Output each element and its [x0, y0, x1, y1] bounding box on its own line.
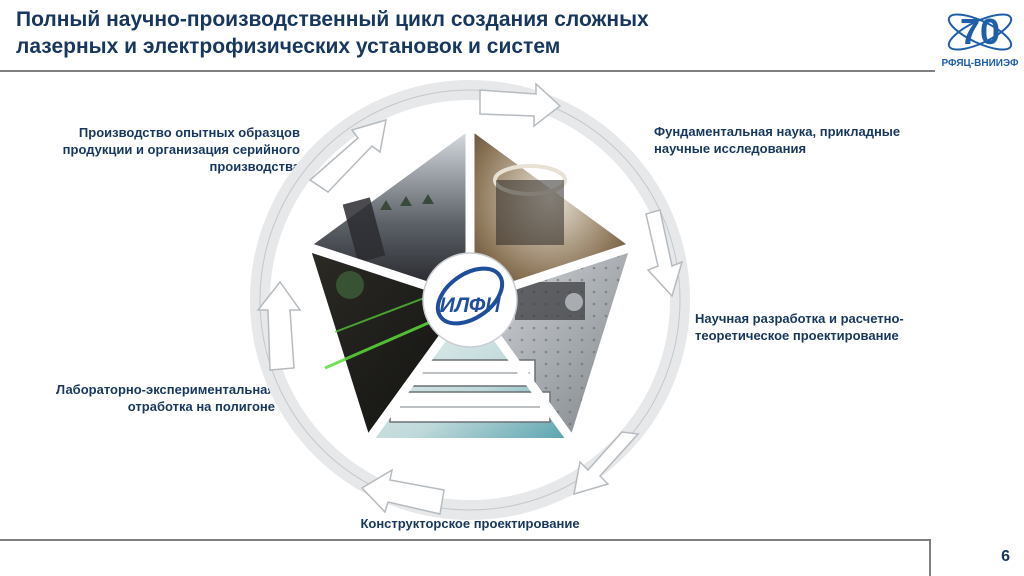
arrow-right [645, 209, 684, 298]
page-number: 6 [1001, 548, 1010, 565]
arrow-left [256, 280, 302, 371]
label-design: Конструкторское проектирование [360, 516, 580, 531]
top-divider [0, 70, 935, 72]
arrow-top-left [308, 118, 387, 193]
arrow-bottom-right [573, 431, 640, 496]
logo-number: 70 [960, 11, 1000, 52]
logo-text: РФЯЦ-ВНИИЭФ [942, 58, 1019, 69]
arrow-top [479, 82, 562, 128]
ilfi-logo: ИЛФИ [422, 252, 518, 348]
arrow-bottom-left [360, 468, 445, 515]
slide-title: Полный научно-производственный цикл созд… [16, 6, 876, 60]
title-line-1: Полный научно-производственный цикл созд… [16, 8, 649, 31]
footer-separator [929, 539, 931, 576]
ilfi-text: ИЛФИ [440, 294, 502, 317]
label-development: Научная разработка и расчетно- теоретиче… [695, 311, 904, 343]
label-production: Производство опытных образцов продукции … [62, 125, 300, 174]
cycle-arrows [256, 82, 684, 515]
label-fundamental: Фундаментальная наука, прикладные научны… [654, 124, 901, 156]
title-line-2: лазерных и электрофизических установок и… [16, 35, 561, 58]
sector-design [370, 300, 570, 438]
rfnc-vniief-logo: 70 РФЯЦ-ВНИИЭФ [940, 6, 1020, 70]
label-laboratory: Лабораторно-экспериментальная отработка … [56, 382, 275, 414]
cycle-diagram: ИЛФИ [240, 70, 700, 530]
bottom-divider [0, 539, 930, 541]
